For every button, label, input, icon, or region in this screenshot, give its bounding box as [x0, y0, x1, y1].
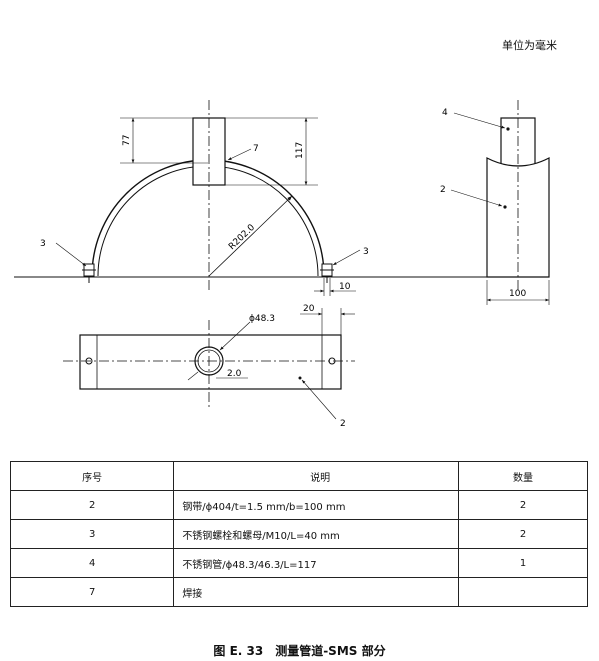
dim-117: 117: [295, 142, 305, 159]
table-row: 4 不锈钢管/ϕ48.3/46.3/L=117 1: [9, 548, 588, 578]
callout-7: 7: [253, 144, 259, 154]
header-no: 序号: [9, 461, 175, 491]
callout-4: 4: [442, 108, 448, 118]
row-no: 4: [9, 548, 175, 578]
dim-100: 100: [509, 289, 526, 299]
figure-number: 图 E. 33: [213, 644, 264, 658]
row-no: 3: [9, 519, 175, 549]
row-qty: 2: [458, 519, 588, 549]
table-header-row: 序号 说明 数量: [9, 461, 588, 491]
parts-table: 序号 说明 数量 2 钢带/ϕ404/t=1.5 mm/b=100 mm 2 3…: [9, 461, 588, 607]
row-desc: 焊接: [173, 577, 460, 607]
table-row: 3 不锈钢螺栓和螺母/M10/L=40 mm 2: [9, 519, 588, 549]
table-row: 7 焊接: [9, 577, 588, 607]
bolt-left: [82, 263, 96, 283]
radius-line: [208, 195, 293, 277]
dim-10: 10: [339, 282, 351, 292]
side-view: 4 2 100: [440, 100, 550, 305]
header-desc: 说明: [173, 461, 460, 491]
unit-note: 单位为毫米: [502, 39, 557, 52]
front-view: 3 7 3 77 117 R202.0 10: [40, 100, 369, 296]
row-qty: [458, 577, 588, 607]
technical-drawing: 3 7 3 77 117 R202.0 10 4 2 100: [14, 100, 550, 429]
row-desc: 不锈钢管/ϕ48.3/46.3/L=117: [173, 548, 460, 578]
row-no: 2: [9, 490, 175, 520]
row-desc: 不锈钢螺栓和螺母/M10/L=40 mm: [173, 519, 460, 549]
figure-title: 测量管道-SMS 部分: [275, 644, 386, 658]
dim-pipe-diameter: ϕ48.3: [249, 314, 275, 324]
callout-2-top: 2: [340, 419, 346, 429]
figure-caption: 图 E. 33 测量管道-SMS 部分: [0, 642, 599, 659]
dim-wall: 2.0: [227, 369, 242, 379]
callout-2-side: 2: [440, 185, 446, 195]
row-qty: 1: [458, 548, 588, 578]
row-qty: 2: [458, 490, 588, 520]
dim-radius: R202.0: [227, 223, 257, 253]
row-desc: 钢带/ϕ404/t=1.5 mm/b=100 mm: [173, 490, 460, 520]
top-view: ϕ48.3 2.0 20 2: [63, 304, 355, 429]
row-no: 7: [9, 577, 175, 607]
table-row: 2 钢带/ϕ404/t=1.5 mm/b=100 mm 2: [9, 490, 588, 520]
callout-3-right: 3: [363, 247, 369, 257]
callout-3-left: 3: [40, 239, 46, 249]
dim-20: 20: [303, 304, 315, 314]
header-qty: 数量: [458, 461, 588, 491]
bolt-right: [320, 263, 334, 283]
dim-77: 77: [122, 135, 132, 146]
